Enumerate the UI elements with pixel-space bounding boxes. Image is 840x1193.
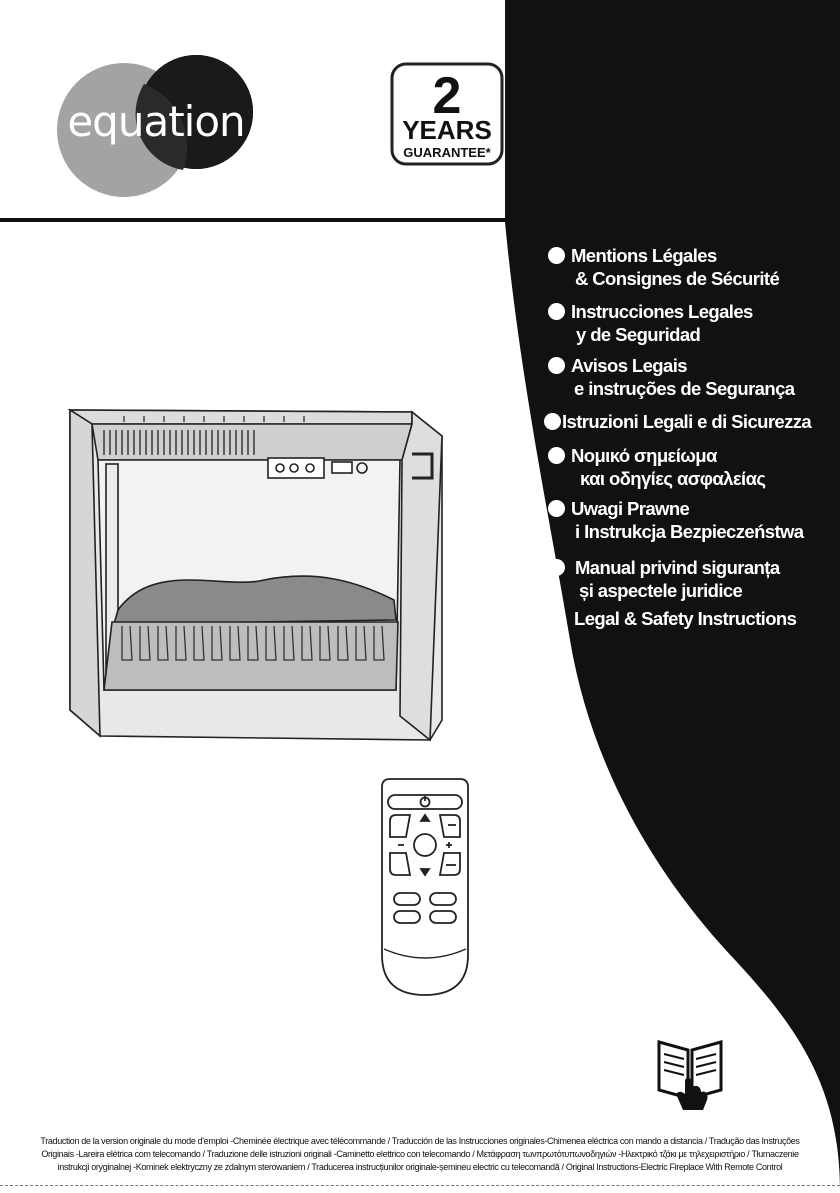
page-bottom-edge [0, 1185, 840, 1193]
bullet-icon [548, 500, 565, 517]
guarantee-label: GUARANTEE* [403, 145, 491, 160]
remote-control-illustration [381, 778, 469, 996]
bullet-icon [548, 610, 565, 627]
footer-translation-text: Traduction de la version originale du mo… [14, 1135, 826, 1174]
bullet-icon [548, 357, 565, 374]
plus-icon [446, 842, 452, 848]
language-item: Instrucciones Legales y de Seguridad [548, 300, 753, 346]
bullet-icon [548, 247, 565, 264]
footer-line: Originais -Lareira elétrica com telecoma… [41, 1149, 799, 1159]
manual-book-icon [657, 1040, 723, 1110]
power-icon [419, 796, 431, 808]
language-item: Avisos Legais e instruções de Segurança [548, 354, 795, 400]
bullet-icon [548, 559, 565, 576]
guarantee-badge: 2 YEARS GUARANTEE* [390, 62, 504, 166]
down-arrow-icon [419, 868, 431, 877]
guarantee-years: YEARS [402, 115, 492, 145]
language-item: Legal & Safety Instructions [548, 607, 797, 630]
language-item: Mentions Légales & Consignes de Sécurité [548, 244, 780, 290]
fireplace-illustration [67, 408, 443, 742]
up-arrow-icon [419, 813, 431, 822]
language-item: Istruzioni Legali e di Sicurezza [544, 410, 812, 433]
language-item: Manual privind siguranța și aspectele ju… [548, 556, 780, 602]
language-item: Νομικό σημείωμα και οδηγίες ασφαλείας [548, 444, 766, 490]
logo-wordmark: equation [67, 97, 244, 146]
bullet-icon [544, 413, 561, 430]
header-divider [0, 218, 808, 222]
footer-line: instrukcji oryginalnej -Kominek elektryc… [57, 1162, 783, 1172]
guarantee-number: 2 [433, 67, 462, 125]
equation-logo: equation [57, 55, 253, 197]
bullet-icon [548, 447, 565, 464]
footer-line: Traduction de la version originale du mo… [40, 1136, 800, 1146]
bullet-icon [548, 303, 565, 320]
language-item: Uwagi Prawne i Instrukcja Bezpieczeństwa [548, 497, 804, 543]
